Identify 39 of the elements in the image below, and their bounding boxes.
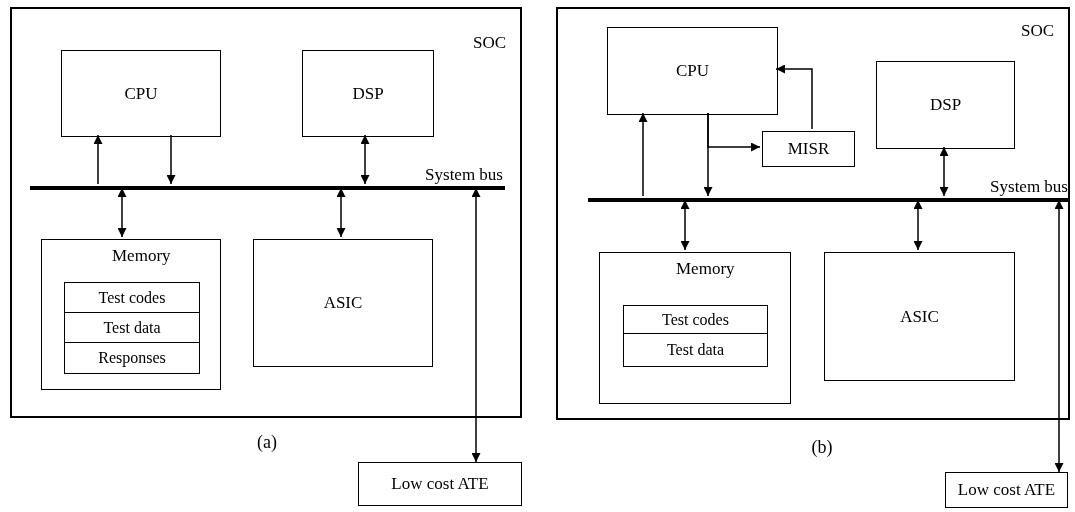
arrow <box>471 187 481 463</box>
block-box: CPU <box>607 27 778 115</box>
bus-label: System bus <box>990 178 1068 196</box>
block-box: CPU <box>61 50 221 137</box>
soc-label: SOC <box>472 33 506 53</box>
arrow <box>638 112 648 197</box>
memory-row: Test codes <box>64 282 200 313</box>
arrow <box>939 146 949 197</box>
bus-label: System bus <box>425 166 503 184</box>
panel-label: (a) <box>257 432 277 453</box>
soc-label: SOC <box>1020 21 1054 41</box>
memory-row: Test data <box>64 312 200 343</box>
memory-row: Responses <box>64 342 200 374</box>
soc-outline <box>556 7 1070 420</box>
block-box: DSP <box>876 61 1015 149</box>
arrow <box>336 187 346 238</box>
memory-row: Test data <box>623 333 768 367</box>
memory-label: Memory <box>112 246 171 266</box>
block-box: ASIC <box>253 239 433 367</box>
arrow <box>93 134 103 185</box>
arrow <box>166 134 176 185</box>
arrow <box>1054 199 1064 473</box>
panel-label: (b) <box>811 437 833 458</box>
arrow <box>117 187 127 238</box>
soc-outline <box>10 7 522 418</box>
arrow <box>913 199 923 251</box>
memory-box <box>599 252 791 404</box>
memory-box <box>41 239 221 390</box>
arrow <box>680 199 690 251</box>
memory-label: Memory <box>676 259 735 279</box>
arrow <box>360 134 370 185</box>
arrow <box>707 112 761 152</box>
block-box: Low cost ATE <box>358 462 522 506</box>
block-box: Low cost ATE <box>945 472 1068 508</box>
memory-row: Test codes <box>623 305 768 334</box>
block-box: MISR <box>762 131 855 167</box>
block-box: ASIC <box>824 252 1015 381</box>
block-box: DSP <box>302 50 434 137</box>
arrow <box>775 64 813 130</box>
